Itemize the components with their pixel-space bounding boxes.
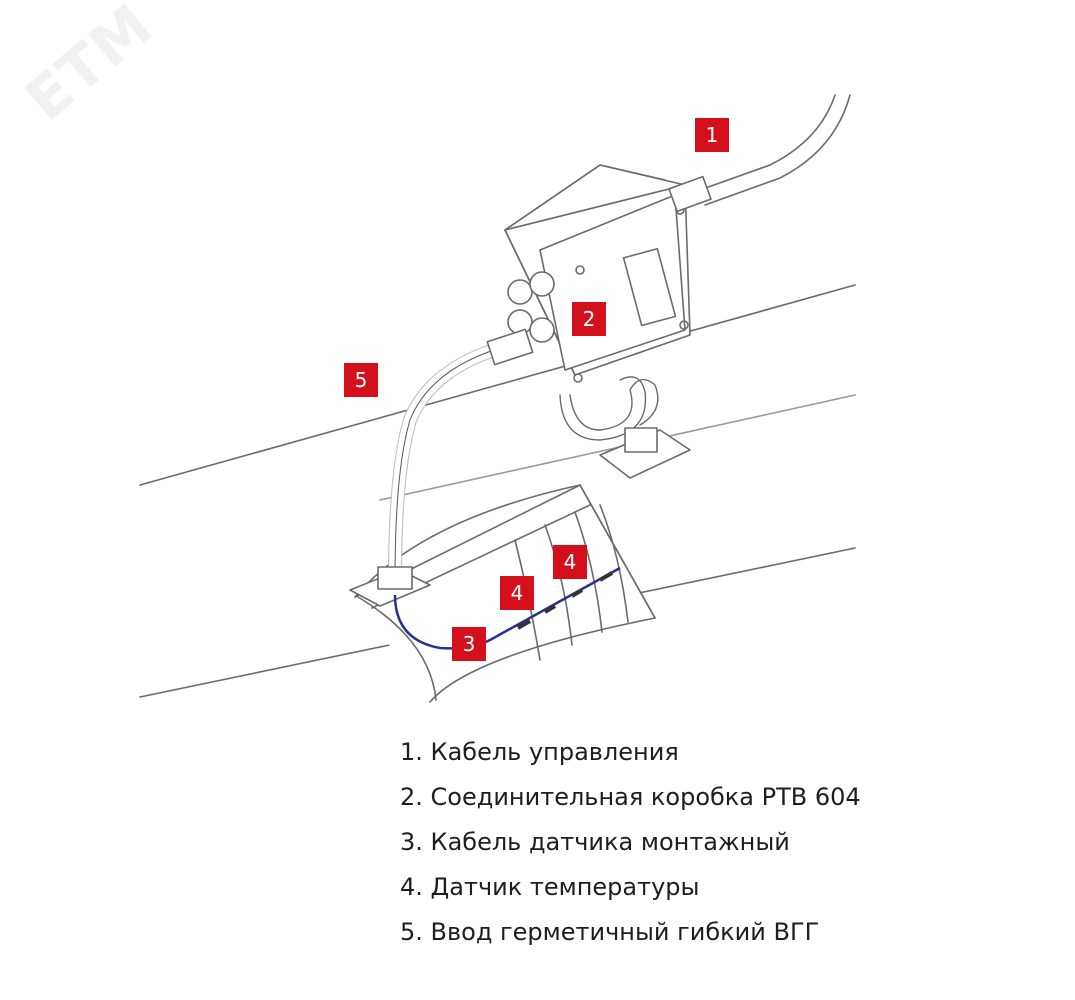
flex-conduit-left — [377, 328, 534, 590]
legend-item: 3. Кабель датчика монтажный — [400, 828, 790, 856]
legend-list: 1. Кабель управления 2. Соединительная к… — [400, 730, 861, 955]
temperature-sensors — [516, 571, 614, 630]
legend-item: 4. Датчик температуры — [400, 873, 700, 901]
legend-item: 5. Ввод герметичный гибкий ВГГ — [400, 918, 820, 946]
marker-4: 4 — [500, 576, 534, 610]
flex-conduit-right — [559, 376, 691, 479]
legend-item: 2. Соединительная коробка РТВ 604 — [400, 783, 861, 811]
marker-2: 2 — [572, 302, 606, 336]
marker-5: 5 — [344, 363, 378, 397]
pipe-upper-edge — [139, 284, 856, 486]
control-cable — [668, 94, 851, 213]
marker-3: 3 — [452, 627, 486, 661]
marker-1: 1 — [695, 118, 729, 152]
marker-4: 4 — [553, 545, 587, 579]
junction-box — [504, 164, 691, 383]
installation-illustration — [139, 94, 856, 703]
legend-item: 1. Кабель управления — [400, 738, 679, 766]
